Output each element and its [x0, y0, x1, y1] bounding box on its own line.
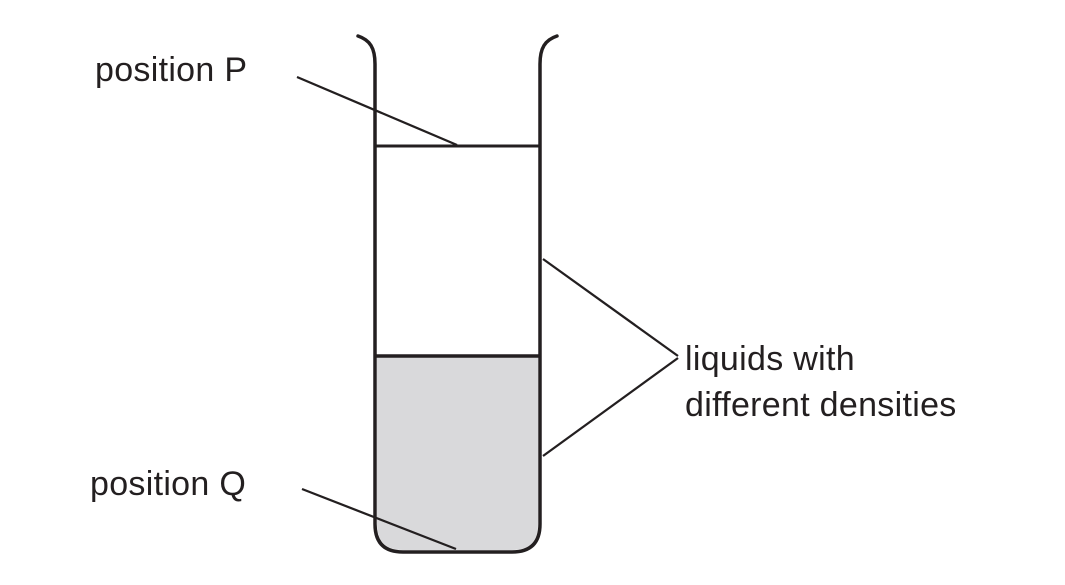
lower-liquid-leader-line — [542, 357, 679, 457]
upper-liquid-leader-line — [542, 258, 679, 357]
liquids-label-line-1: liquids with — [685, 340, 855, 378]
position-p-leader-line — [296, 75, 458, 147]
liquids-label-line-2: different densities — [685, 386, 957, 424]
position-q-leader-line — [301, 487, 457, 551]
position-p-label: position P — [95, 51, 248, 89]
container-outline — [356, 34, 559, 554]
position-q-label: position Q — [90, 465, 247, 503]
liquids-different-densities-label: liquids with different densities — [685, 336, 957, 428]
lower-liquid-fill — [377, 356, 538, 550]
